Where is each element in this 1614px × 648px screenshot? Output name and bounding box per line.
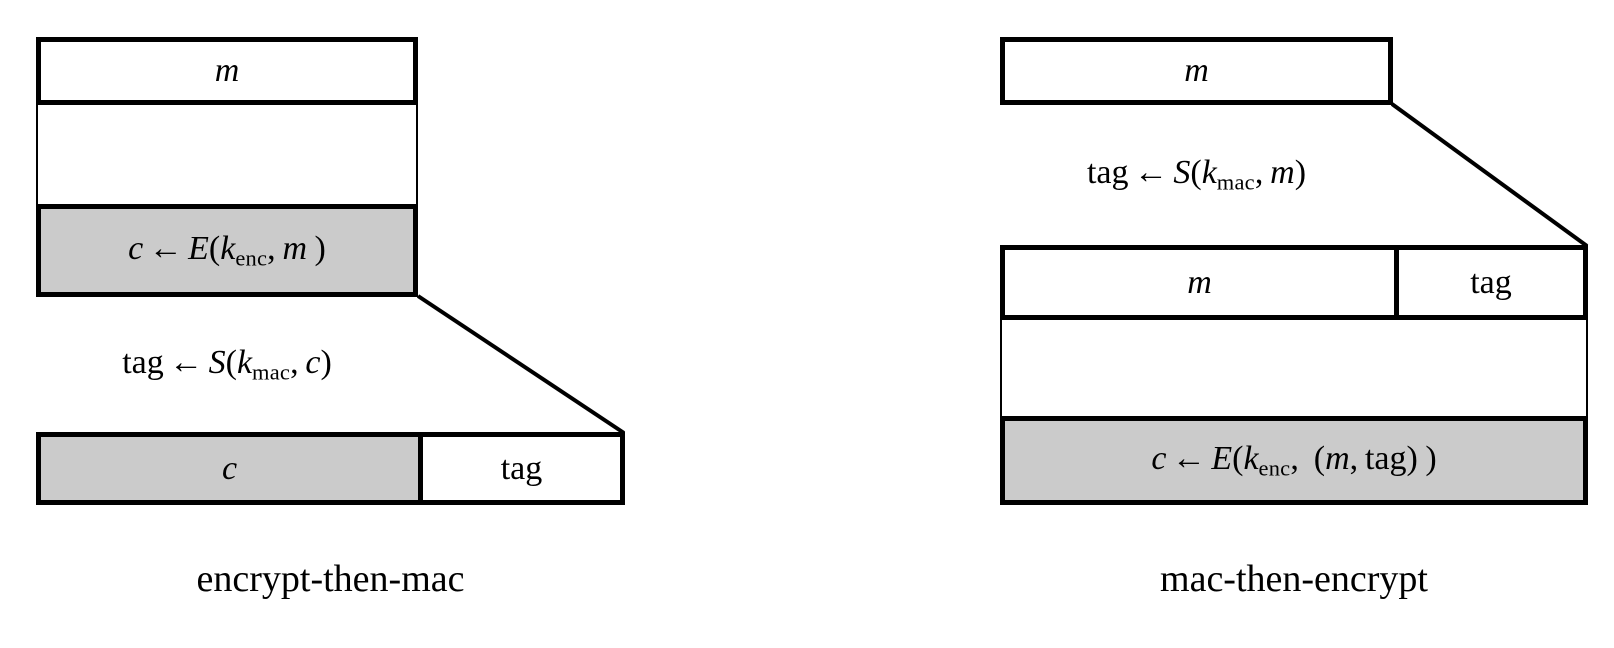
etm-output-tag-label: tag bbox=[500, 449, 543, 487]
etm-encrypt-formula: c←E(kenc, m) bbox=[128, 229, 326, 270]
mte-encrypt-box: c←E(kenc,(m, tag)) bbox=[1000, 416, 1588, 505]
etm-output-ciphertext-label: c bbox=[221, 449, 238, 487]
etm-plaintext-text: m bbox=[214, 52, 240, 89]
mte-middle-message-label: m bbox=[1187, 263, 1212, 301]
mte-diagonal-connector bbox=[1390, 102, 1589, 248]
mte-plaintext-box: m bbox=[1000, 37, 1393, 105]
mte-plaintext-text: m bbox=[1184, 52, 1209, 89]
etm-mac-formula: tag←S(kmac, c) bbox=[122, 343, 332, 384]
mte-mac-formula: tag←S(kmac, m) bbox=[1086, 154, 1307, 195]
mte-encrypt-formula: c←E(kenc,(m, tag)) bbox=[1151, 439, 1437, 480]
etm-encrypt-box: c←E(kenc, m) bbox=[36, 204, 418, 297]
etm-mac-label-wrap: tag←S(kmac, c) bbox=[36, 297, 418, 432]
etm-caption: encrypt-then-mac bbox=[196, 558, 465, 600]
mte-middle-message-cell: m bbox=[1005, 250, 1394, 315]
mte-middle-bar: m tag bbox=[1000, 245, 1588, 320]
etm-diagonal-connector bbox=[416, 294, 626, 435]
etm-output-tag-cell: tag bbox=[418, 437, 620, 500]
etm-plaintext-box: m bbox=[36, 37, 418, 105]
mte-middle-tag-cell: tag bbox=[1394, 250, 1583, 315]
etm-plaintext-label: m bbox=[215, 54, 240, 88]
mte-middle-tag-label: tag bbox=[1470, 263, 1512, 301]
mte-caption: mac-then-encrypt bbox=[1160, 558, 1428, 600]
mte-mac-label-wrap: tag←S(kmac, m) bbox=[1000, 105, 1393, 245]
etm-output-bar: c tag bbox=[36, 432, 625, 505]
etm-spacer-band bbox=[36, 105, 418, 204]
mte-plaintext-label: m bbox=[1184, 54, 1209, 88]
mte-spacer-band bbox=[1000, 320, 1588, 416]
etm-output-ciphertext-cell: c bbox=[41, 437, 418, 500]
